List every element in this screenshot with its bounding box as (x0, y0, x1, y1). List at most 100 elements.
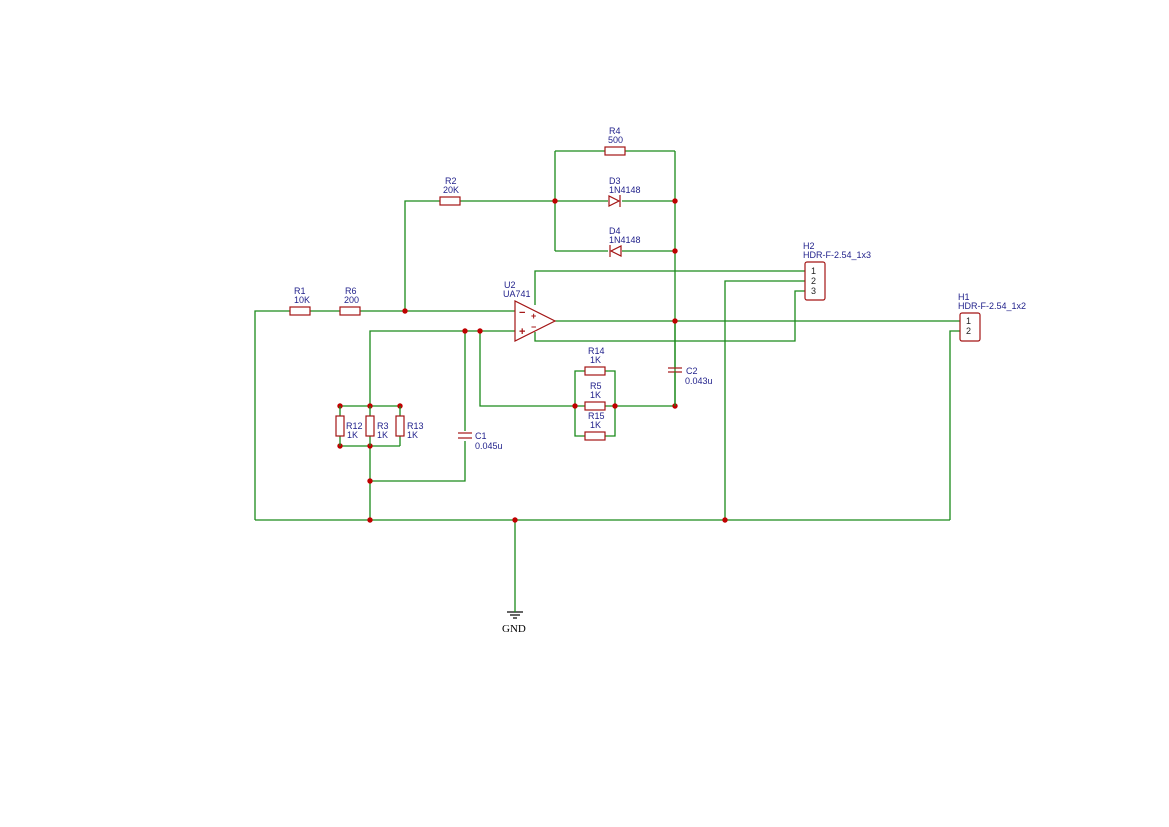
resistor-r1-ref: R1 (294, 286, 306, 296)
junction-dot (367, 517, 373, 523)
resistor-r3-ref: R3 (377, 421, 389, 431)
wire-vminus-to-h2 (534, 290, 805, 342)
ground-symbol[interactable]: GND (502, 610, 526, 635)
junction-dot (672, 198, 678, 204)
resistor-r5-ref: R5 (590, 381, 602, 391)
wires (254, 150, 960, 610)
resistor-r6-body (339, 306, 361, 316)
resistor-r15-body (584, 431, 606, 441)
connector-h2-pin-1: 1 (811, 266, 816, 276)
connector-h2-body (804, 261, 826, 301)
resistor-r2-ref: R2 (445, 176, 457, 186)
resistor-r13-body (395, 415, 405, 437)
resistor-r2[interactable]: R2 20K (439, 176, 461, 206)
capacitor-c1-ref: C1 (475, 431, 487, 441)
capacitor-c2-value: 0.043u (685, 376, 713, 386)
resistor-r12-ref: R12 (346, 421, 363, 431)
resistor-r14[interactable]: R14 1K (584, 346, 606, 376)
capacitor-c1-value: 0.045u (475, 441, 503, 451)
junction-dot (512, 517, 518, 523)
junction-dot (477, 328, 483, 334)
resistor-r3[interactable]: R3 1K (365, 406, 389, 446)
junction-dot (672, 248, 678, 254)
opamp-u2-body (514, 300, 557, 342)
connector-h2-pin-3: 3 (811, 286, 816, 296)
resistor-r6-ref: R6 (345, 286, 357, 296)
resistor-r15-ref: R15 (588, 411, 605, 421)
capacitor-c2[interactable]: C2 0.043u (668, 366, 713, 406)
resistor-r4-ref: R4 (609, 126, 621, 136)
resistor-r5[interactable]: R5 1K (584, 381, 606, 411)
diode-d3[interactable]: D3 1N4148 (608, 176, 641, 207)
resistor-r3-body (365, 415, 375, 437)
wire-c1-bottom (370, 441, 466, 482)
connector-h1-pin-1: 1 (966, 316, 971, 326)
opamp-u2-vplus: + (531, 311, 536, 321)
diode-d4-value: 1N4148 (609, 235, 641, 245)
resistor-r15-value: 1K (590, 420, 601, 430)
opamp-u2-ref: U2 (504, 280, 516, 290)
resistor-r6-value: 200 (344, 295, 359, 305)
resistor-r13-ref: R13 (407, 421, 424, 431)
wire-r14-r15-left (574, 370, 585, 437)
resistor-r12[interactable]: R12 1K (335, 406, 363, 446)
opamp-u2-minus: − (519, 307, 525, 319)
resistor-r6[interactable]: R6 200 (339, 286, 361, 316)
opamp-u2-value: UA741 (503, 289, 531, 299)
resistor-r4[interactable]: R4 500 (604, 126, 626, 156)
junction-dot (672, 318, 678, 324)
resistor-r14-ref: R14 (588, 346, 605, 356)
wire-noninv-input (369, 330, 515, 406)
wire-r14-r15-right (605, 370, 616, 437)
connector-h1-body (959, 312, 981, 342)
wire-h2-gnd (724, 280, 805, 520)
connector-h2-pin-2: 2 (811, 276, 816, 286)
resistor-r3-value: 1K (377, 430, 388, 440)
diode-d3-triangle (608, 195, 621, 207)
opamp-u2-plus: + (519, 326, 525, 338)
connector-h2-ref: H2 (803, 241, 815, 251)
diode-d4[interactable]: D4 1N4148 (609, 226, 641, 257)
resistor-r14-body (584, 366, 606, 376)
diode-d3-ref: D3 (609, 176, 621, 186)
wire-left-vertical (254, 310, 290, 520)
resistor-r1-value: 10K (294, 295, 310, 305)
connector-h1-pin-2: 2 (966, 326, 971, 336)
diode-d3-value: 1N4148 (609, 185, 641, 195)
connector-h1-ref: H1 (958, 292, 970, 302)
wire-r5-left (479, 331, 585, 407)
junction-dot (402, 308, 408, 314)
ground-label: GND (502, 623, 526, 635)
wire-vplus-to-h2 (534, 270, 805, 305)
resistor-r15[interactable]: R15 1K (584, 411, 606, 441)
resistor-r12-body (335, 415, 345, 437)
resistor-r2-body (439, 196, 461, 206)
connector-h1[interactable]: 1 2 H1 HDR-F-2.54_1x2 (958, 292, 1026, 342)
capacitor-c1[interactable]: C1 0.045u (458, 431, 503, 451)
capacitor-c2-ref: C2 (686, 366, 698, 376)
junction-dot (367, 478, 373, 484)
resistor-r14-value: 1K (590, 355, 601, 365)
resistor-r12-value: 1K (347, 430, 358, 440)
resistor-r2-value: 20K (443, 185, 459, 195)
junction-dot (722, 517, 728, 523)
connector-h2[interactable]: 1 2 3 H2 HDR-F-2.54_1x3 (803, 241, 871, 301)
junction-dot (462, 328, 468, 334)
wire-r2-feedback-left (404, 200, 440, 311)
resistor-r13-value: 1K (407, 430, 418, 440)
resistor-r4-body (604, 146, 626, 156)
connector-h2-value: HDR-F-2.54_1x3 (803, 250, 871, 260)
diode-d4-triangle (609, 245, 622, 257)
resistor-r1-body (289, 306, 311, 316)
junction-dot (552, 198, 558, 204)
resistor-r1[interactable]: R1 10K (289, 286, 311, 316)
junction-dot (612, 403, 618, 409)
opamp-u2-vminus: − (531, 322, 536, 332)
diode-d4-ref: D4 (609, 226, 621, 236)
resistor-r4-value: 500 (608, 135, 623, 145)
junctions (337, 198, 728, 523)
resistor-r13[interactable]: R13 1K (395, 406, 424, 446)
opamp-u2[interactable]: − + + − U2 UA741 (503, 280, 557, 342)
connector-h1-value: HDR-F-2.54_1x2 (958, 301, 1026, 311)
